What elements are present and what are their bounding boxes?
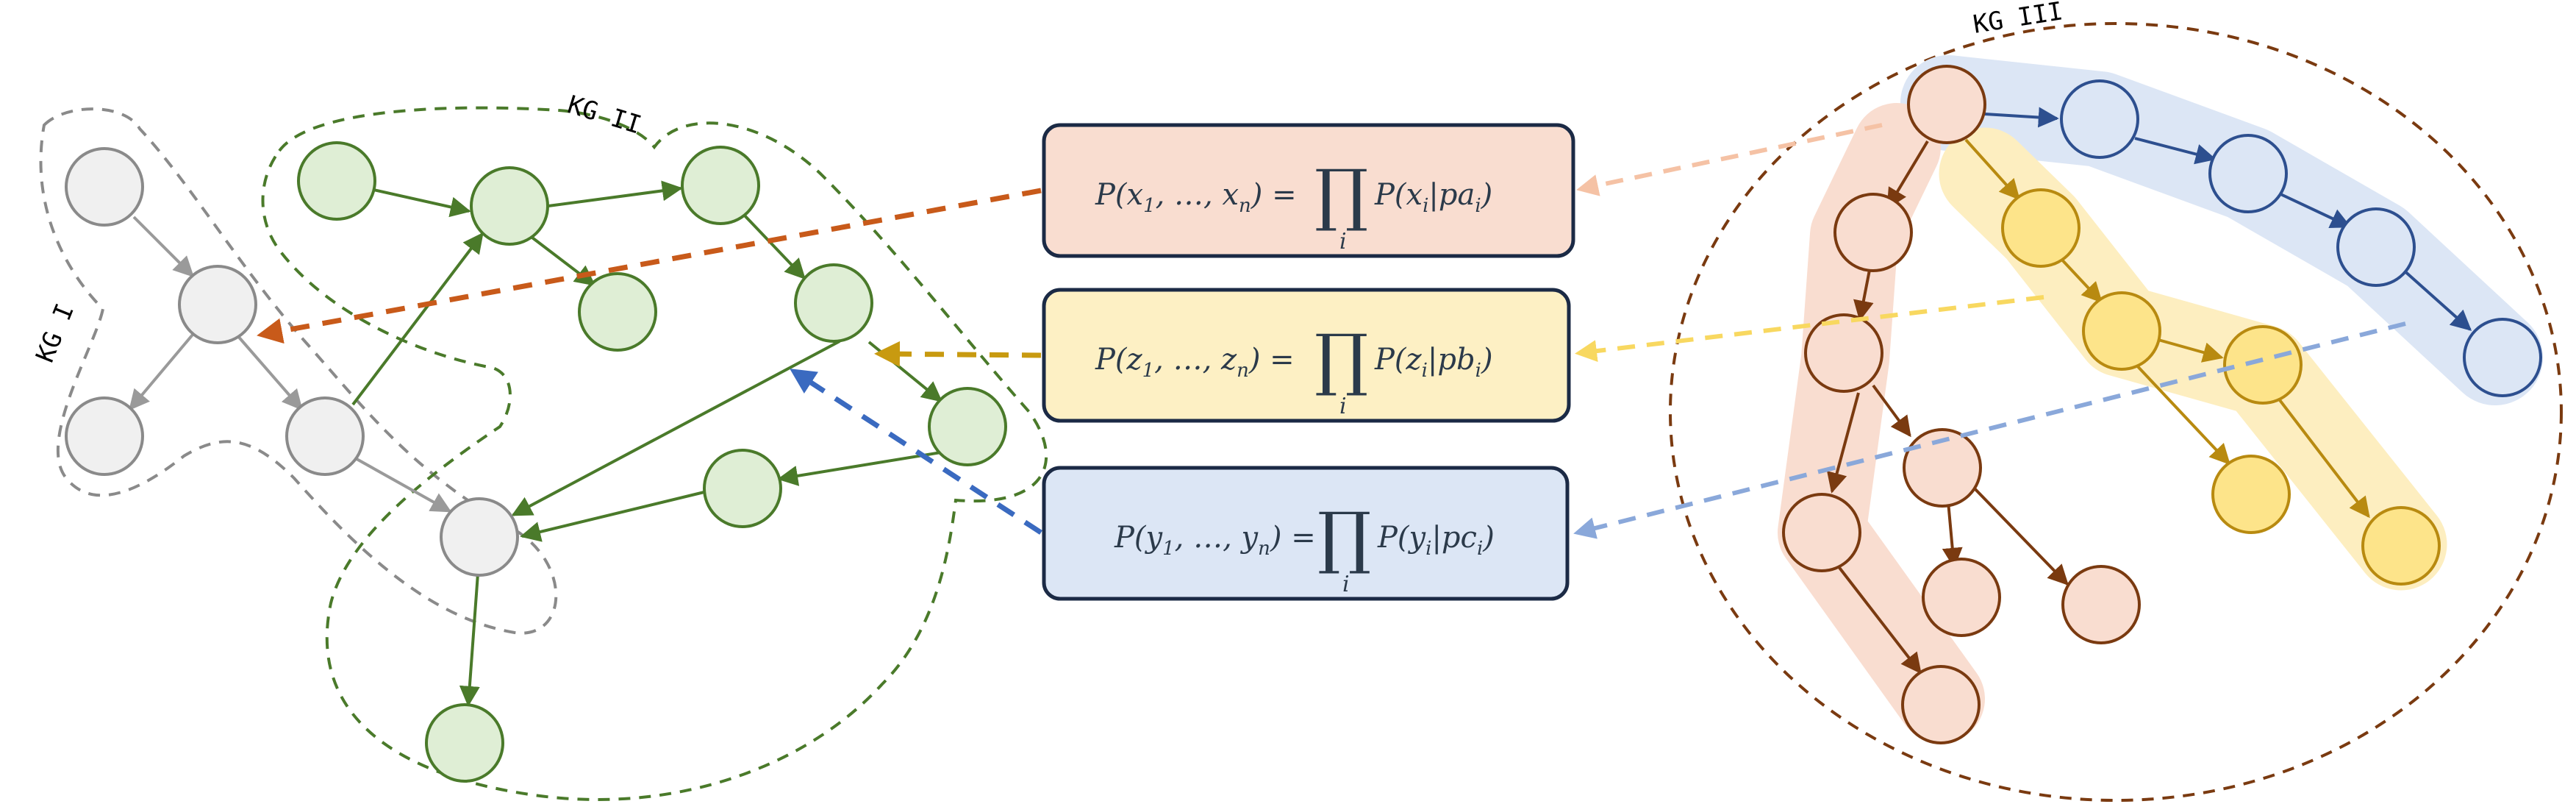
kg3-node bbox=[1804, 313, 1883, 393]
svg-text:i: i bbox=[1339, 394, 1347, 419]
kg3-nodes-yellow bbox=[2001, 188, 2441, 586]
equation-box-pc: P(y1, …, yn) = ∏ i P(yi|pci) bbox=[1042, 466, 1570, 601]
kg3-node bbox=[1907, 65, 1986, 144]
kg1-label: KG I bbox=[30, 299, 80, 366]
kg3-node bbox=[2361, 506, 2441, 586]
kg1-node bbox=[440, 497, 519, 577]
svg-text:P(x1, …, xn) =: P(x1, …, xn) = bbox=[1095, 178, 1297, 217]
svg-text:P(xi|pai): P(xi|pai) bbox=[1374, 178, 1492, 217]
kg3-boundary bbox=[1669, 22, 2563, 802]
svg-text:∏: ∏ bbox=[1317, 498, 1371, 577]
kg3-node bbox=[1922, 558, 2001, 637]
kg3-node bbox=[1833, 193, 1913, 272]
kg3-node bbox=[1901, 665, 1981, 744]
kg3-node bbox=[2211, 455, 2291, 534]
arrow-pa-to-kg1 bbox=[257, 188, 1042, 344]
kg3-node bbox=[2001, 188, 2081, 268]
kg3-node bbox=[2336, 207, 2416, 287]
kg3-node bbox=[2208, 134, 2288, 213]
kg2-boundary bbox=[261, 106, 1048, 801]
arrow-kg3-to-pc bbox=[1573, 321, 2406, 539]
kg3-nodes-blue bbox=[2060, 79, 2542, 397]
mapping-arrows-right bbox=[1573, 123, 2406, 539]
equation-box-pb: P(z1, …, zn) = ∏ i P(zi|pbi) bbox=[1042, 288, 1571, 423]
kg2-node bbox=[703, 449, 782, 528]
kg2-node bbox=[578, 272, 657, 352]
arrow-kg3-to-pb bbox=[1575, 295, 2044, 363]
kg2-node bbox=[928, 387, 1007, 466]
kg2-node bbox=[297, 141, 376, 221]
kg3-label: KG III bbox=[1971, 0, 2065, 40]
kg2-node bbox=[425, 703, 504, 783]
arrow-pb-to-kg2 bbox=[874, 341, 1042, 367]
kg3-bands bbox=[1778, 55, 2543, 743]
svg-text:∏: ∏ bbox=[1314, 155, 1368, 234]
mapping-arrows-left bbox=[257, 188, 1042, 535]
kg1-edges bbox=[129, 216, 452, 513]
svg-text:i: i bbox=[1339, 229, 1347, 255]
kg3-node bbox=[2061, 565, 2141, 644]
kg2-label: KG II bbox=[564, 90, 645, 140]
kg3-edges-yellow bbox=[1964, 138, 2370, 519]
kg3-node bbox=[2082, 291, 2161, 371]
arrow-kg3-to-pa bbox=[1576, 123, 1883, 196]
kg1-boundary bbox=[39, 107, 558, 635]
kg1-node bbox=[285, 396, 365, 476]
kg3-node bbox=[1903, 428, 1982, 508]
kg1-node bbox=[65, 396, 144, 476]
kg1-node bbox=[65, 147, 144, 227]
kg3-node bbox=[2463, 318, 2542, 397]
svg-text:i: i bbox=[1342, 572, 1350, 597]
svg-text:P(y1, …, yn) =: P(y1, …, yn) = bbox=[1114, 521, 1316, 560]
kg2-nodes bbox=[297, 141, 1007, 783]
kg3-node bbox=[1782, 493, 1861, 572]
kg3-node bbox=[2223, 325, 2303, 405]
svg-text:∏: ∏ bbox=[1314, 320, 1368, 399]
kg3-edges-brown bbox=[1827, 140, 2069, 675]
kg2-node bbox=[794, 263, 873, 343]
kg2-node bbox=[470, 166, 549, 246]
kg2-node bbox=[681, 146, 760, 225]
kg3-node bbox=[2060, 79, 2139, 159]
equation-box-pa: P(x1, …, xn) = ∏ i P(xi|pai) bbox=[1042, 123, 1575, 258]
svg-text:P(yi|pci): P(yi|pci) bbox=[1377, 521, 1495, 560]
kg3-edges-blue bbox=[1984, 107, 2472, 331]
kg3-nodes-salmon bbox=[1782, 65, 2141, 744]
svg-text:P(zi|pbi): P(zi|pbi) bbox=[1374, 343, 1493, 382]
kg1-nodes bbox=[65, 147, 519, 577]
arrow-pc-to-kg2 bbox=[790, 369, 1042, 535]
kg1-node bbox=[178, 265, 257, 344]
svg-text:P(z1, …, zn) =: P(z1, …, zn) = bbox=[1095, 343, 1295, 382]
